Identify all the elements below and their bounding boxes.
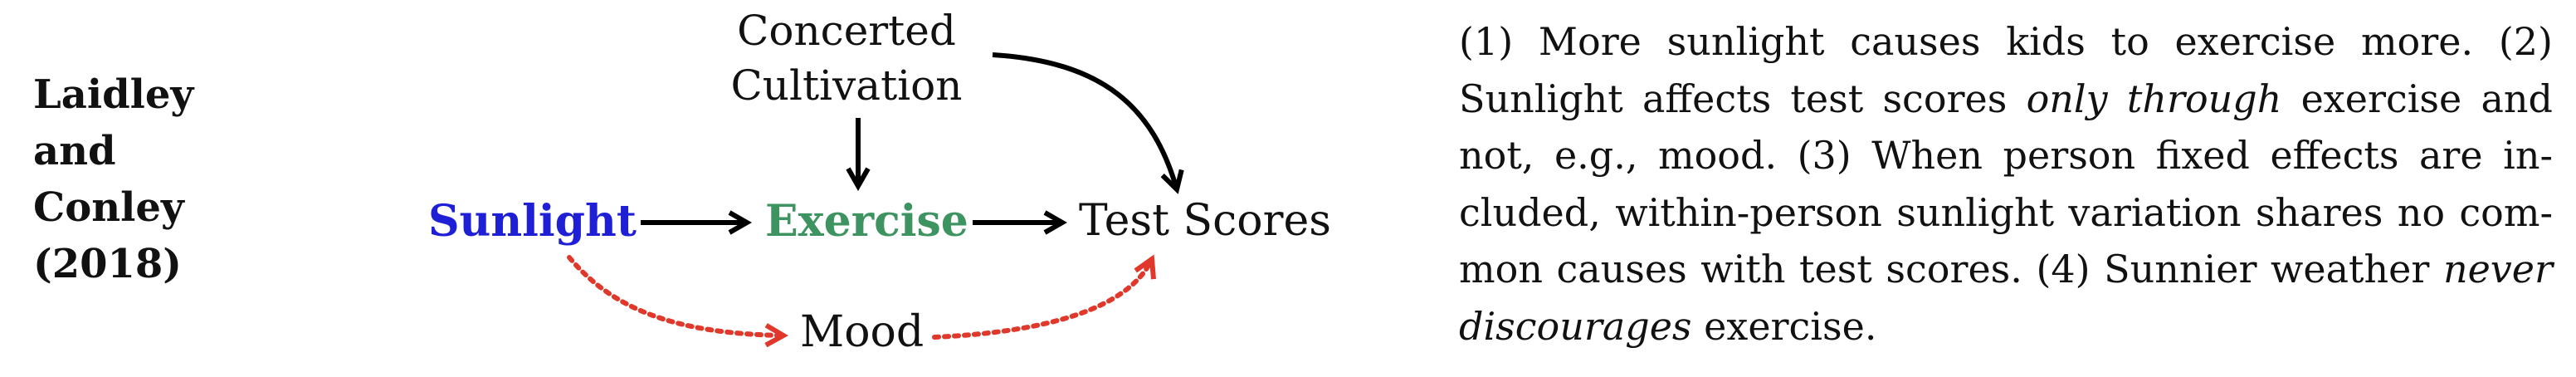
edge-sunlight-mood: [567, 255, 789, 348]
citation-line: Laidley: [33, 71, 194, 118]
assumption-line: Sunlight affects test scores only throug…: [1459, 71, 2553, 128]
node-mood: Mood: [800, 307, 925, 357]
citation-line: and: [33, 128, 116, 174]
assumption-line: discourages exercise.: [1459, 298, 2553, 355]
node-test-scores: Test Scores: [1079, 196, 1331, 246]
assumption-line: cluded, within-person sunlight variation…: [1459, 184, 2553, 242]
diagram-edges: [567, 52, 1184, 348]
node-exercise: Exercise: [765, 196, 968, 247]
causal-diagram: Concerted Cultivation Sunlight Exercise …: [382, 0, 1361, 377]
emphasis-run: only through: [2026, 76, 2282, 121]
node-label: Concerted: [737, 7, 956, 55]
emphasis-run: discourages: [1459, 303, 1692, 349]
text-run: (1) More sunlight causes kids to exercis…: [1459, 19, 2553, 64]
edge-mood-testscores: [932, 254, 1156, 340]
emphasis-run: never: [2442, 247, 2553, 291]
assumption-line: mon causes with test scores. (4) Sunnier…: [1459, 241, 2553, 298]
citation-line: (2018): [33, 241, 183, 287]
assumptions-text: (1) More sunlight causes kids to exercis…: [1459, 13, 2553, 355]
node-concerted-cultivation: Concerted Cultivation: [681, 3, 1012, 113]
text-run: exercise and: [2281, 76, 2554, 121]
text-run: not, e.g., mood. (3) When person fixed e…: [1459, 133, 2553, 178]
text-run: exercise.: [1691, 303, 1877, 349]
edge-cultivation-testscores: [992, 52, 1184, 194]
text-run: Sunlight affects test scores: [1459, 76, 2027, 121]
citation: Laidley and Conley (2018): [33, 66, 232, 292]
node-sunlight: Sunlight: [428, 196, 637, 247]
assumption-line: (1) More sunlight causes kids to exercis…: [1459, 13, 2553, 71]
assumption-line: not, e.g., mood. (3) When person fixed e…: [1459, 127, 2553, 184]
text-run: mon causes with test scores. (4) Sunnier…: [1459, 247, 2443, 291]
citation-line: Conley: [33, 184, 184, 231]
node-label: Cultivation: [730, 61, 963, 110]
text-run: cluded, within-person sunlight variation…: [1459, 189, 2553, 235]
